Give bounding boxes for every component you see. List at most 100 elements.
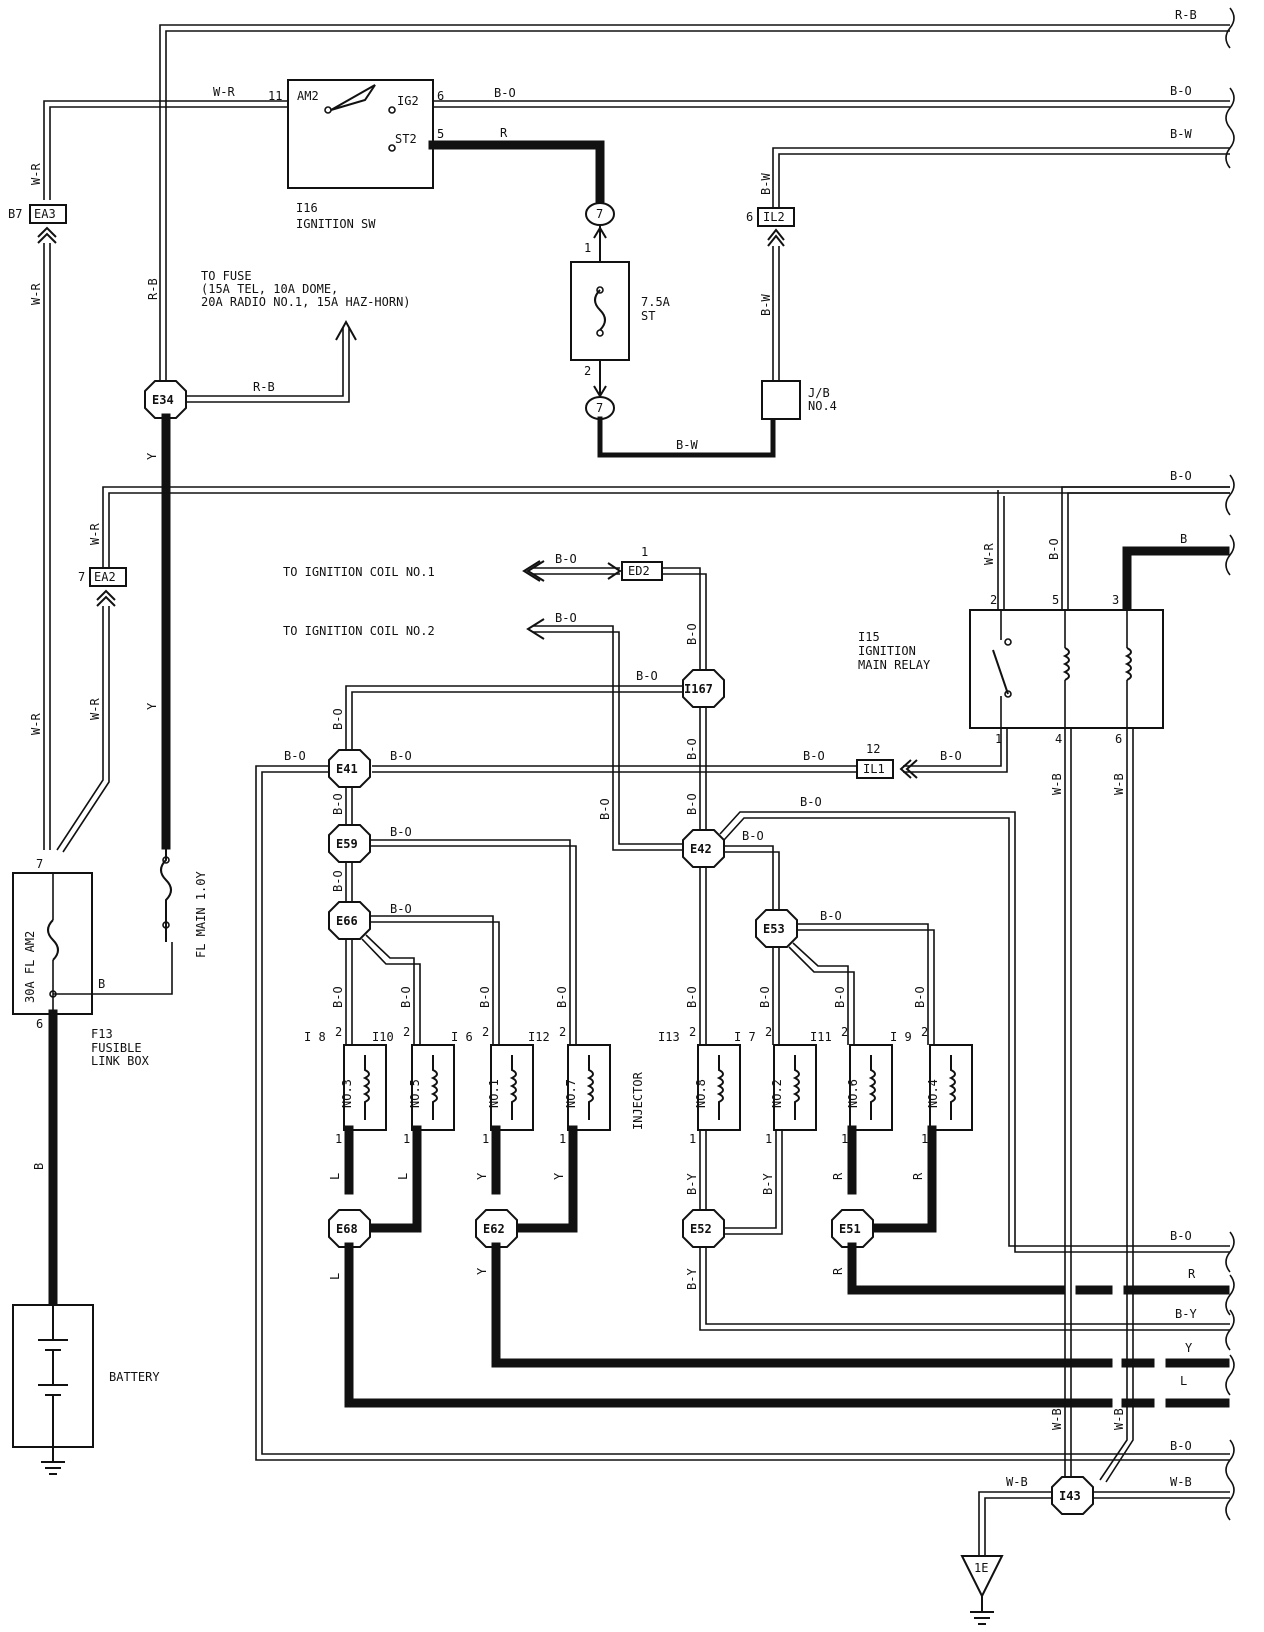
- relay-line2: MAIN RELAY: [858, 658, 931, 672]
- wire-label-bo-e41-left: B-O: [284, 749, 306, 763]
- relay-pin3: 3: [1112, 593, 1119, 607]
- wire-bo-relay: B-O B-O B: [1047, 469, 1235, 615]
- injector-name: NO.6: [846, 1079, 860, 1108]
- connector-i167-label: I167: [684, 682, 713, 696]
- st-conn-top-label: 7: [596, 207, 603, 221]
- wire-label-bo-ig2: B-O: [494, 86, 516, 100]
- wire-label-y-1: Y: [145, 452, 159, 460]
- injector-title: INJECTOR: [631, 1071, 645, 1130]
- fl-pin-top: 7: [36, 857, 43, 871]
- wire-label-wb-3: W-B: [1050, 1408, 1064, 1430]
- wire-label-bo-e41-r: B-O: [803, 749, 825, 763]
- wire-label-by-2: B-Y: [761, 1173, 775, 1195]
- connector-il2-label: IL2: [763, 210, 785, 224]
- wire-r-st2: R: [428, 126, 605, 203]
- fuse-note-3: 20A RADIO NO.1, 15A HAZ-HORN): [201, 295, 411, 309]
- injector-code: I 6: [451, 1030, 473, 1044]
- fl-code: F13: [91, 1027, 113, 1041]
- wire-label-wb-ground: W-B: [1006, 1475, 1028, 1489]
- wire-label-r-3: R: [831, 1267, 845, 1275]
- fusible-link-box: 7 30A FL AM2 B FL MAIN 1.0Y 6 F13 FUSIBL…: [12, 845, 208, 1310]
- relay-pin4: 4: [1055, 732, 1062, 746]
- wire-label-r-right: R: [1188, 1267, 1196, 1281]
- wire-label-bo-e42-right: B-O: [800, 795, 822, 809]
- connector-e52-label: E52: [690, 1222, 712, 1236]
- connector-il1-pin: 12: [866, 742, 880, 756]
- st-conn-bottom-label: 7: [596, 401, 603, 415]
- wire-label-l-3: L: [328, 1273, 342, 1280]
- wire-label-bo-bottom: B-O: [1170, 1439, 1192, 1453]
- st-fuse-name: ST: [641, 309, 655, 323]
- wire-label-wb-2: W-B: [1112, 773, 1126, 795]
- connector-e62: [475, 1209, 518, 1248]
- injector-code: I 8: [304, 1030, 326, 1044]
- connector-e53: [755, 909, 798, 948]
- wire-bw-top: B-W B-W: [759, 127, 1235, 208]
- wire-label-bo-mid-right: B-O: [1170, 1229, 1192, 1243]
- wire-label-wr-am2: W-R: [213, 85, 235, 99]
- wire-label-bo-il1: B-O: [940, 749, 962, 763]
- ea3-group: EA3 B7 W-R W-R: [8, 204, 67, 850]
- injector-name: NO.4: [926, 1079, 940, 1108]
- wire-label-bw-bottom: B-W: [676, 438, 698, 452]
- wire-label-y-4: Y: [552, 1172, 566, 1180]
- wire-label-bo-i167-vert: B-O: [331, 708, 345, 730]
- wire-label-bw-vert1: B-W: [759, 173, 773, 195]
- relay-line1: IGNITION: [858, 644, 916, 658]
- fl-pin-b: B: [98, 977, 105, 991]
- wire-label-bw-vert2: B-W: [759, 294, 773, 316]
- ignition-main-relay: I15 IGNITION MAIN RELAY 2 5 3 1 4 6 B-O: [858, 593, 1164, 773]
- wire-label-rb-vert: R-B: [146, 278, 160, 300]
- wire-label-r-1: R: [831, 1172, 845, 1180]
- to-ignition-coil-2: TO IGNITION COIL NO.2: [283, 624, 435, 638]
- e42-group: E42 B-O B-O B-O: [682, 795, 1235, 1273]
- wire-label-bo-inj3: B-O: [478, 986, 492, 1008]
- connector-ea2-label: EA2: [94, 570, 116, 584]
- injector-name: NO.8: [694, 1079, 708, 1108]
- wire-label-bo-coil2-vert: B-O: [598, 798, 612, 820]
- wire-label-bo-inj1: B-O: [331, 986, 345, 1008]
- injector-outputs: L L E68 L L Y Y E62 Y Y B-Y B-Y E52 B-Y …: [328, 1125, 1235, 1408]
- wire-label-bo-ed2-vert: B-O: [685, 623, 699, 645]
- wire-label-bo-e66: B-O: [390, 902, 412, 916]
- battery-label: BATTERY: [109, 1370, 160, 1384]
- ea2-group: W-R EA2 7 W-R W-R: [56, 486, 1230, 853]
- wire-label-y-5: Y: [475, 1267, 489, 1275]
- st-fuse-pin1: 1: [584, 241, 591, 255]
- injector-pin1: 1: [482, 1132, 489, 1146]
- injector-code: I 7: [734, 1030, 756, 1044]
- wire-label-wr-ea2-vert: W-R: [88, 523, 102, 545]
- injector-pin2: 2: [765, 1025, 772, 1039]
- ignition-switch-pin-11: 11: [268, 89, 282, 103]
- e53-group: E53 B-O: [755, 909, 935, 1045]
- fuse-note-1: TO FUSE: [201, 269, 252, 283]
- connector-il1: [856, 759, 894, 779]
- connector-il1-label: IL1: [863, 762, 885, 776]
- wire-label-b-relay: B: [1180, 532, 1187, 546]
- wire-label-rb-top: R-B: [1175, 8, 1197, 22]
- injector-pin1: 1: [921, 1132, 928, 1146]
- wire-label-bo-e59-e66: B-O: [331, 870, 345, 892]
- wire-label-by-1: B-Y: [685, 1173, 699, 1195]
- injector-pin1: 1: [403, 1132, 410, 1146]
- wire-label-b-battery: B: [32, 1163, 46, 1170]
- injector-code: I 9: [890, 1030, 912, 1044]
- wire-label-y-right: Y: [1185, 1341, 1193, 1355]
- wire-label-bo-i167: B-O: [636, 669, 658, 683]
- ground-1e-label: 1E: [974, 1561, 988, 1575]
- connector-e42: [682, 829, 725, 868]
- injector-pin1: 1: [689, 1132, 696, 1146]
- connector-e59: [328, 824, 371, 863]
- wire-label-bo-e42: B-O: [742, 829, 764, 843]
- fl-line2: LINK BOX: [91, 1054, 150, 1068]
- injector-pin2: 2: [335, 1025, 342, 1039]
- connector-e34: [144, 380, 187, 419]
- wire-label-bo-inj5: B-O: [685, 986, 699, 1008]
- injector-code: I13: [658, 1030, 680, 1044]
- wire-label-l-1: L: [328, 1173, 342, 1180]
- wire-wb-group: W-B W-B W-B W-B I43 W-B W-B 1E: [960, 728, 1235, 1625]
